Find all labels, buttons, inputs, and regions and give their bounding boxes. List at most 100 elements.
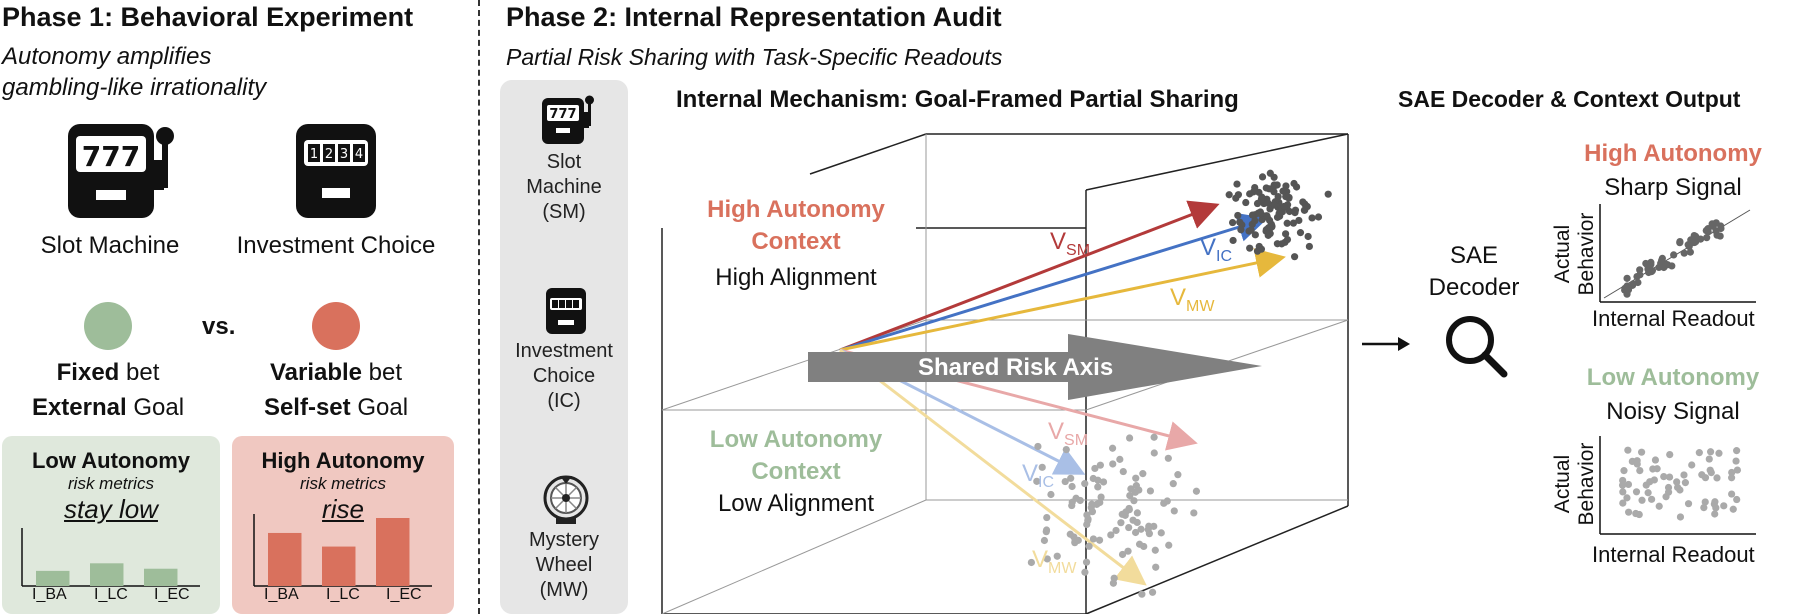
cluster-point xyxy=(1061,477,1069,486)
cluster-point xyxy=(1087,504,1095,512)
phase-divider xyxy=(478,0,480,614)
cluster-point xyxy=(1096,461,1104,469)
cluster-point xyxy=(1304,232,1312,241)
scatter-point xyxy=(1676,513,1685,521)
scatter-point xyxy=(1636,266,1644,274)
magnifier-icon xyxy=(1446,316,1508,378)
cluster-point xyxy=(1047,490,1055,499)
scatter-point xyxy=(1619,476,1627,485)
scatter-point xyxy=(1706,466,1714,474)
cluster-point xyxy=(1278,240,1286,248)
low-autonomy-box-verb: stay low xyxy=(64,494,158,524)
scatter-point xyxy=(1729,505,1737,513)
cluster-point xyxy=(1324,190,1332,198)
scatter-point xyxy=(1705,455,1713,463)
cluster-point xyxy=(1192,487,1201,495)
sae-decoder-label: SAE Decoder xyxy=(1428,242,1520,301)
cluster-point xyxy=(1164,454,1172,462)
scatter-point xyxy=(1644,489,1652,497)
cluster-point xyxy=(1150,433,1158,441)
low-tick-ilc: I_LC xyxy=(94,586,128,603)
cluster-point xyxy=(1165,541,1173,549)
bar-2 xyxy=(144,568,178,586)
cluster-point xyxy=(1109,579,1117,587)
cluster-point xyxy=(1139,470,1147,478)
cluster-point xyxy=(1132,474,1140,482)
cluster-point xyxy=(1237,226,1245,234)
scatter-point xyxy=(1676,237,1684,246)
cluster-point xyxy=(1264,199,1272,207)
cluster-point xyxy=(1138,590,1146,598)
scatter-point xyxy=(1732,457,1740,465)
cluster-point xyxy=(1290,179,1298,188)
cluster-point xyxy=(1126,491,1134,500)
slot-machine-small-icon: 777 xyxy=(542,95,594,144)
high-alignment-label: High Alignment xyxy=(715,264,877,291)
mystery-wheel-icon xyxy=(543,475,589,524)
scatter-point xyxy=(1680,249,1688,257)
investment-machine-icon: 1 2 3 4 xyxy=(296,124,376,218)
cluster-point xyxy=(1082,558,1091,566)
cluster-point xyxy=(1291,209,1299,217)
high-tick-iba: I_BA xyxy=(264,586,299,603)
cluster-point xyxy=(1282,193,1290,201)
high-y-axis-label: Actual Behavior xyxy=(1551,212,1598,296)
cluster-point xyxy=(1124,547,1132,555)
cluster-point xyxy=(1295,216,1303,225)
cluster-point xyxy=(1246,244,1254,252)
cluster-point xyxy=(1251,217,1259,225)
svg-text:777: 777 xyxy=(82,140,140,173)
scatter-point xyxy=(1728,490,1736,498)
arrow-to-decoder-icon xyxy=(1362,337,1410,351)
scatter-point xyxy=(1638,496,1646,504)
cluster-point xyxy=(1112,526,1120,535)
scatter-point xyxy=(1648,267,1657,275)
bar-1 xyxy=(322,546,356,586)
cluster-point xyxy=(1291,253,1299,261)
cluster-point xyxy=(1033,477,1041,485)
phase2-subtitle: Partial Risk Sharing with Task-Specific … xyxy=(506,44,1003,70)
cluster-point xyxy=(1148,588,1157,596)
scatter-point xyxy=(1624,446,1632,454)
cluster-point xyxy=(1255,188,1263,196)
cluster-point xyxy=(1094,483,1102,491)
cluster-point xyxy=(1283,219,1291,227)
cluster-point xyxy=(1303,202,1311,211)
scatter-point xyxy=(1624,286,1633,294)
investment-machine-small-icon xyxy=(546,288,586,334)
cluster-point xyxy=(1133,509,1141,517)
scatter-point xyxy=(1695,449,1703,457)
investment-choice-label: Investment Choice xyxy=(236,232,436,259)
scatter-point xyxy=(1711,498,1719,506)
cluster-point xyxy=(1280,202,1288,210)
task-slot-machine: Slot Machine (SM) xyxy=(526,151,602,223)
cluster-point xyxy=(1250,188,1258,196)
scatter-point xyxy=(1629,280,1637,288)
low-alignment-label: Low Alignment xyxy=(717,490,875,517)
scatter-point xyxy=(1688,461,1696,469)
scatter-point xyxy=(1700,503,1708,512)
cluster-point xyxy=(1146,487,1155,495)
svg-text:1: 1 xyxy=(310,147,318,162)
slot-machine-icon: 777 xyxy=(68,124,174,218)
cluster-point xyxy=(1190,509,1198,517)
svg-text:4: 4 xyxy=(355,147,363,162)
cluster-point xyxy=(1118,550,1127,559)
scatter-point xyxy=(1713,474,1721,482)
scatter-point xyxy=(1620,467,1628,475)
cluster-point xyxy=(1137,525,1145,533)
vector-ic-high-label: VIC xyxy=(1200,234,1233,265)
cluster-point xyxy=(1067,474,1075,482)
high-output-sub: Sharp Signal xyxy=(1604,174,1742,201)
cluster-point xyxy=(1263,212,1271,220)
low-tick-iba: I_BA xyxy=(32,586,67,603)
cluster-point xyxy=(1270,201,1279,209)
cluster-point xyxy=(1163,497,1171,505)
cluster-point xyxy=(1289,219,1298,227)
cluster-point xyxy=(1256,210,1264,218)
cluster-point xyxy=(1095,536,1104,544)
cluster-point xyxy=(1233,180,1241,188)
cluster-point xyxy=(1299,198,1307,206)
cluster-point xyxy=(1258,173,1267,181)
scatter-point xyxy=(1684,241,1692,249)
